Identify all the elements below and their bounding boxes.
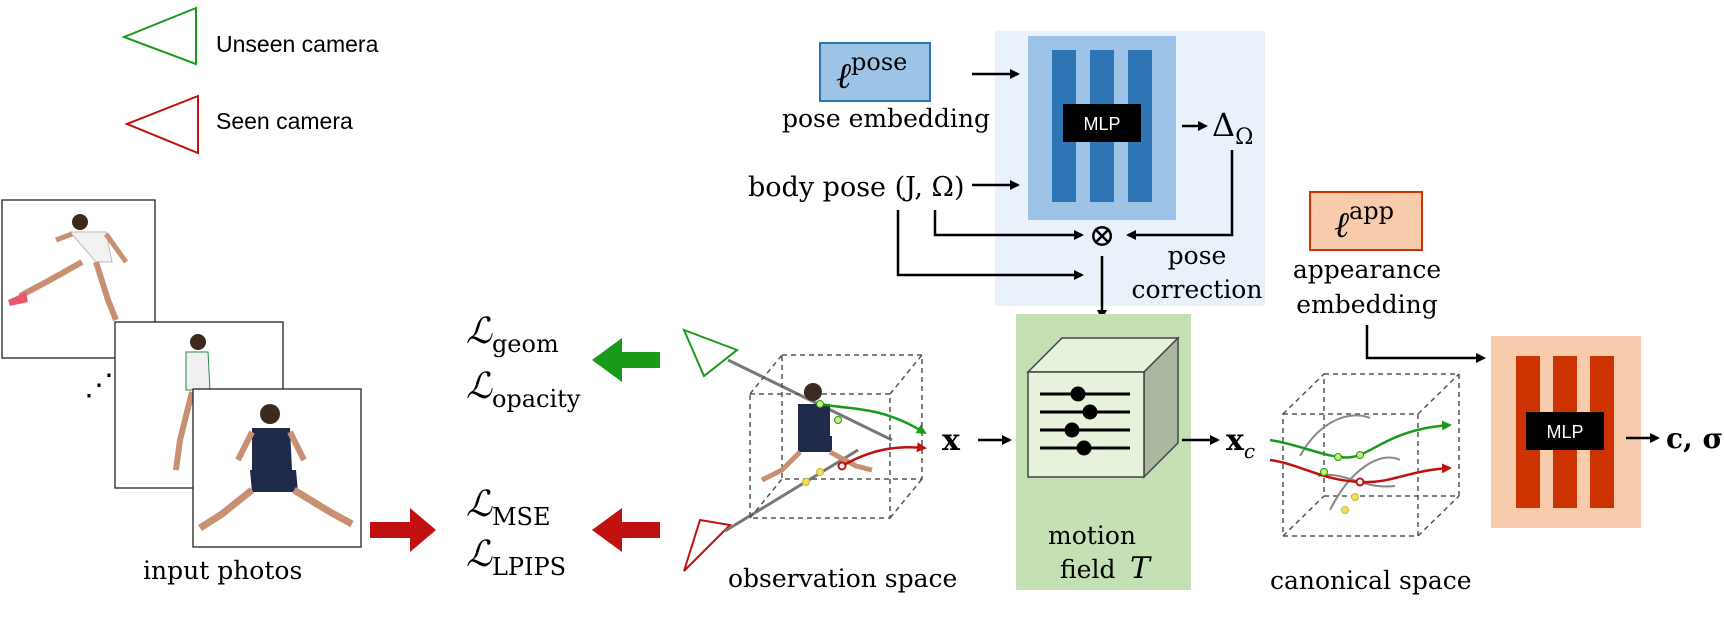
obs-unseen-camera-icon xyxy=(682,328,740,378)
seen-camera-icon xyxy=(124,94,199,155)
motion-field-symbol: T xyxy=(1130,551,1152,586)
obs-seen-camera-icon xyxy=(683,518,733,572)
otimes-operator: ⊗ xyxy=(1089,216,1116,254)
loss-geom: ℒgeom xyxy=(466,311,559,358)
canonical-xc-symbol: xc xyxy=(1226,423,1255,463)
loss-lpips: ℒLPIPS xyxy=(466,534,566,581)
appearance-output: c, σ xyxy=(1666,422,1723,455)
slider-icon xyxy=(1040,386,1130,456)
appearance-mlp-label: MLP xyxy=(1546,422,1583,442)
green-loss-arrow xyxy=(592,338,660,382)
photos-red-arrow xyxy=(370,508,436,552)
player-figure-3 xyxy=(198,404,354,531)
pose-correction-line1: pose xyxy=(1168,241,1227,270)
loss-opacity: ℒopacity xyxy=(466,366,581,413)
red-loss-arrow xyxy=(592,508,660,552)
legend: Unseen camera Seen camera xyxy=(121,6,379,155)
appearance-mlp-label-box xyxy=(1526,412,1604,450)
pose-mlp-label: MLP xyxy=(1083,114,1120,134)
pose-embedding-symbol: ℓpose xyxy=(836,48,907,97)
delta-omega: ΔΩ xyxy=(1212,106,1253,150)
appearance-label-line2: embedding xyxy=(1296,290,1437,319)
motion-field-line1: motion xyxy=(1048,521,1136,550)
appearance-block: ℓapp appearance embedding MLP c, σ xyxy=(1293,191,1723,528)
pose-embedding-label: pose embedding xyxy=(782,104,990,133)
observation-cube xyxy=(749,354,923,519)
loss-mse: ℒMSE xyxy=(466,484,550,531)
pose-correction-block: MLP ℓpose pose embedding body pose (J, Ω… xyxy=(748,31,1265,320)
pose-embedding-box xyxy=(819,42,931,102)
appearance-embedding-box xyxy=(1309,191,1423,251)
pose-correction-line2: correction xyxy=(1132,275,1263,304)
motion-field-line2: field xyxy=(1060,555,1115,584)
input-photos-label: input photos xyxy=(143,556,302,585)
observation-x-symbol: x xyxy=(942,423,961,458)
unseen-camera-icon xyxy=(121,6,197,66)
observation-space-label: observation space xyxy=(728,564,957,593)
appearance-label-line1: appearance xyxy=(1293,255,1441,284)
observation-space: x observation space xyxy=(682,328,961,593)
input-photos: ⋰ input photos xyxy=(1,199,362,585)
motion-field-block: motion field T xyxy=(1016,314,1191,590)
player-figure-1 xyxy=(8,214,129,322)
canonical-space: canonical space xyxy=(1269,373,1472,595)
legend-seen-label: Seen camera xyxy=(216,108,353,134)
canonical-cube xyxy=(1282,373,1460,537)
legend-unseen-label: Unseen camera xyxy=(216,31,379,57)
photos-ellipsis: ⋰ xyxy=(84,368,114,403)
obs-player-figure xyxy=(760,383,873,483)
losses: ℒgeom ℒopacity ℒMSE ℒLPIPS xyxy=(466,311,581,581)
canonical-space-label: canonical space xyxy=(1270,566,1472,595)
pose-mlp-label-box xyxy=(1063,104,1141,142)
body-pose-label: body pose (J, Ω) xyxy=(748,172,964,203)
appearance-embedding-symbol: ℓapp xyxy=(1334,197,1394,246)
motion-cube-front xyxy=(1027,371,1145,478)
